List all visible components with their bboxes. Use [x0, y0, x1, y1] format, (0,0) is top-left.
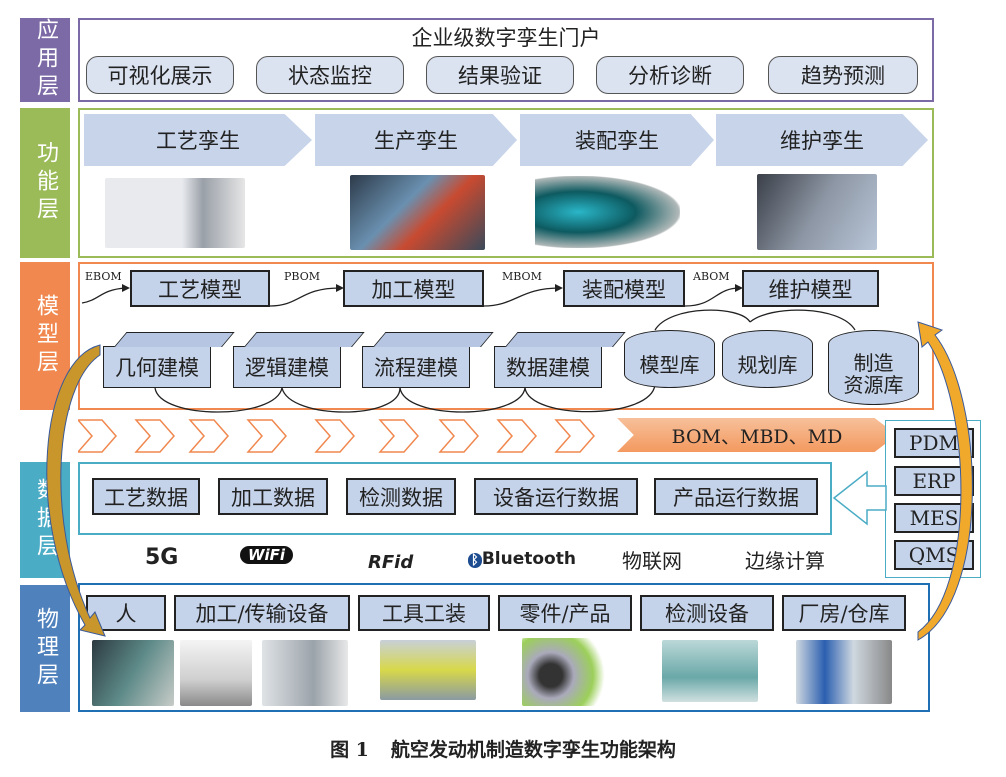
bom-flow-arrows [81, 284, 856, 413]
layer-label-application: 应用层 [20, 18, 70, 102]
phys-tooling: 工具工装 [358, 595, 490, 631]
worker-image [92, 640, 174, 706]
maintenance-model: 维护模型 [742, 270, 879, 307]
data-product-operation: 产品运行数据 [654, 478, 818, 515]
flow-label-ebom: EBOM [85, 270, 122, 283]
phys-parts: 零件/产品 [498, 595, 632, 631]
process-software-image [105, 178, 245, 248]
data-equipment-operation: 设备运行数据 [474, 478, 638, 515]
app-item-visualization: 可视化展示 [86, 56, 234, 94]
data-frame [78, 462, 832, 535]
layer-label-physical: 物理层 [20, 585, 70, 712]
process-modeling: 流程建模 [362, 346, 470, 388]
twin-production: 生产孪生 [315, 114, 517, 166]
engine-model-image [535, 176, 680, 248]
machine-tool-image [262, 640, 348, 706]
layer-label-function: 功能层 [20, 108, 70, 258]
5g-logo: 5G [145, 545, 179, 570]
tooling-image [380, 640, 476, 700]
banner-text: BOM、MBD、MD [671, 425, 843, 448]
rfid-logo: RFid [368, 552, 414, 573]
engine-product-image [522, 638, 618, 706]
phys-equipment: 加工/传输设备 [174, 595, 350, 631]
phys-inspection: 检测设备 [640, 595, 774, 631]
flow-label-pbom: PBOM [284, 270, 320, 283]
app-item-forecast: 趋势预测 [768, 56, 918, 94]
app-item-diagnosis: 分析诊断 [596, 56, 744, 94]
edge-computing-label: 边缘计算 [745, 549, 825, 573]
physical-frame [78, 583, 930, 712]
application-frame [78, 18, 934, 102]
figure-caption: 图 1 航空发动机制造数字孪生功能架构 [0, 735, 1006, 762]
figure-number: 图 1 [330, 739, 369, 761]
production-line-image [350, 175, 485, 250]
function-frame [78, 108, 934, 258]
data-machining: 加工数据 [218, 478, 328, 515]
planning-library: 规划库 [722, 330, 813, 388]
bom-mbd-md-banner: BOM、MBD、MD [617, 418, 897, 452]
data-process: 工艺数据 [92, 478, 200, 515]
machining-model: 加工模型 [343, 270, 484, 307]
wifi-logo: WiFi [240, 546, 294, 564]
assembly-model: 装配模型 [563, 270, 685, 307]
twin-process: 工艺孪生 [84, 114, 312, 166]
portal-title: 企业级数字孪生门户 [411, 26, 601, 50]
data-inspection: 检测数据 [346, 478, 456, 515]
chevron-arrows [78, 419, 595, 453]
data-modeling: 数据建模 [494, 346, 602, 388]
model-library: 模型库 [624, 330, 715, 388]
flow-label-abom: ABOM [693, 270, 730, 283]
logic-modeling: 逻辑建模 [233, 346, 341, 388]
app-item-validation: 结果验证 [426, 56, 574, 94]
flow-label-mbom: MBOM [502, 270, 542, 283]
iot-label: 物联网 [622, 549, 682, 573]
app-item-monitoring: 状态监控 [256, 56, 404, 94]
twin-maintenance: 维护孪生 [716, 114, 928, 166]
bluetooth-text: Bluetooth [481, 549, 576, 569]
systems-to-data-arrow [832, 470, 887, 526]
bluetooth-icon: ᛒ [468, 553, 482, 568]
phys-factory: 厂房/仓库 [782, 595, 906, 631]
maintenance-image [757, 174, 877, 250]
inspection-equipment-image [662, 640, 758, 702]
process-model: 工艺模型 [130, 270, 270, 307]
figure-title: 航空发动机制造数字孪生功能架构 [390, 739, 676, 761]
geometry-modeling: 几何建模 [103, 346, 211, 388]
resource-library: 制造 资源库 [828, 330, 919, 405]
factory-image [796, 640, 892, 704]
robot-image [180, 640, 252, 706]
twin-assembly: 装配孪生 [520, 114, 714, 166]
